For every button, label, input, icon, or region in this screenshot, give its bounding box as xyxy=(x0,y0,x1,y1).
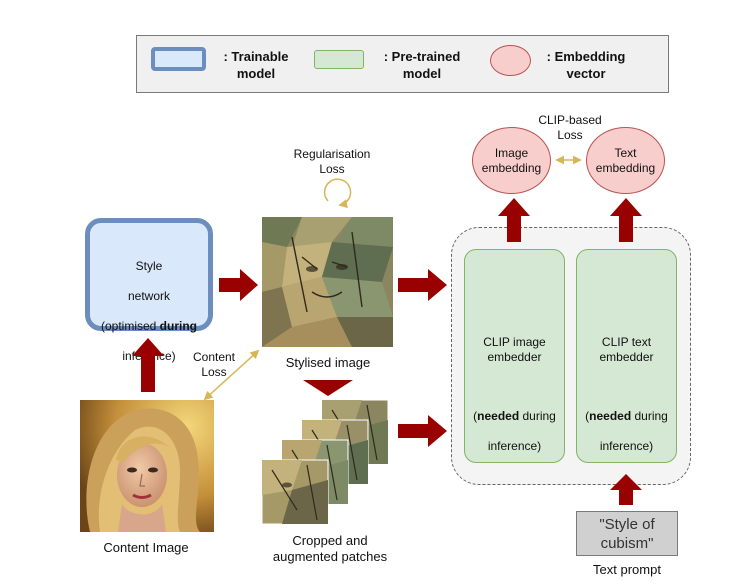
legend-embedding-label: : Embedding vector xyxy=(546,49,626,81)
text-embedding xyxy=(586,127,665,194)
clip-image-note: (needed during xyxy=(464,409,565,424)
text-prompt-label: Text prompt xyxy=(593,562,661,577)
style-network-line2: network xyxy=(127,289,171,303)
clip-text-note: (needed during xyxy=(576,409,677,424)
clip-image-title: CLIP image embedder xyxy=(483,335,546,364)
augmented-patches-stack xyxy=(262,400,389,525)
clip-text-embedder xyxy=(576,249,677,463)
regularisation-loss-arrow xyxy=(323,178,352,209)
clip-image-note-bold: needed xyxy=(477,409,520,423)
clip-text-note-open: ( xyxy=(585,409,590,423)
clip-image-note-rest: during xyxy=(519,409,556,423)
legend-embedding-swatch xyxy=(490,45,531,76)
image-embedding xyxy=(472,127,551,194)
clip-text-title: CLIP text embedder xyxy=(599,335,654,364)
stylised-image-label: Stylised image xyxy=(285,355,371,370)
patches-label: Cropped and augmented patches xyxy=(272,533,388,564)
clip-text-note-bold: needed xyxy=(589,409,632,423)
clip-based-loss-label: CLIP-based Loss xyxy=(538,113,602,142)
clip-text-embedder-label: CLIP text embedder (needed during infere… xyxy=(576,320,677,469)
arrow-stylised-to-patches xyxy=(303,380,353,396)
patch-front xyxy=(262,459,329,525)
style-network-box xyxy=(85,218,213,331)
augmented-patches xyxy=(262,400,392,526)
legend-pretrained-label: : Pre-trained model xyxy=(383,49,461,81)
arrow-stylised-to-clip xyxy=(398,269,447,301)
clip-text-note-end: inference) xyxy=(599,439,654,453)
style-network-line3-bold: during xyxy=(159,319,197,333)
content-loss-label: Content Loss xyxy=(192,350,236,379)
clip-image-note-open: ( xyxy=(473,409,478,423)
content-image-label: Content Image xyxy=(103,540,189,555)
content-image xyxy=(80,400,214,532)
clip-text-note-rest: during xyxy=(631,409,668,423)
content-image-portrait xyxy=(80,400,214,532)
legend-trainable-swatch xyxy=(151,47,206,71)
clip-image-embedder-label: CLIP image embedder (needed during infer… xyxy=(464,320,565,469)
arrow-style-to-stylised xyxy=(219,269,258,301)
stylised-image xyxy=(262,217,393,347)
text-prompt-box: "Style of cubism" xyxy=(576,511,678,556)
regularisation-loss-label: Regularisation Loss xyxy=(293,147,371,176)
style-network-line1: Style xyxy=(135,259,163,273)
legend xyxy=(136,35,669,93)
clip-image-note-end: inference) xyxy=(487,439,542,453)
stylised-image-cubism xyxy=(262,217,393,347)
text-embedding-label: Text embedding xyxy=(595,146,656,175)
style-network-line3-pre: (optimised xyxy=(100,319,160,333)
legend-pretrained-swatch xyxy=(314,50,364,69)
style-network-line3: (optimised during xyxy=(90,319,208,334)
arrow-patches-to-clip xyxy=(398,415,447,447)
image-embedding-label: Image embedding xyxy=(481,146,542,175)
clip-image-embedder xyxy=(464,249,565,463)
legend-trainable-label: : Trainable model xyxy=(223,49,289,81)
